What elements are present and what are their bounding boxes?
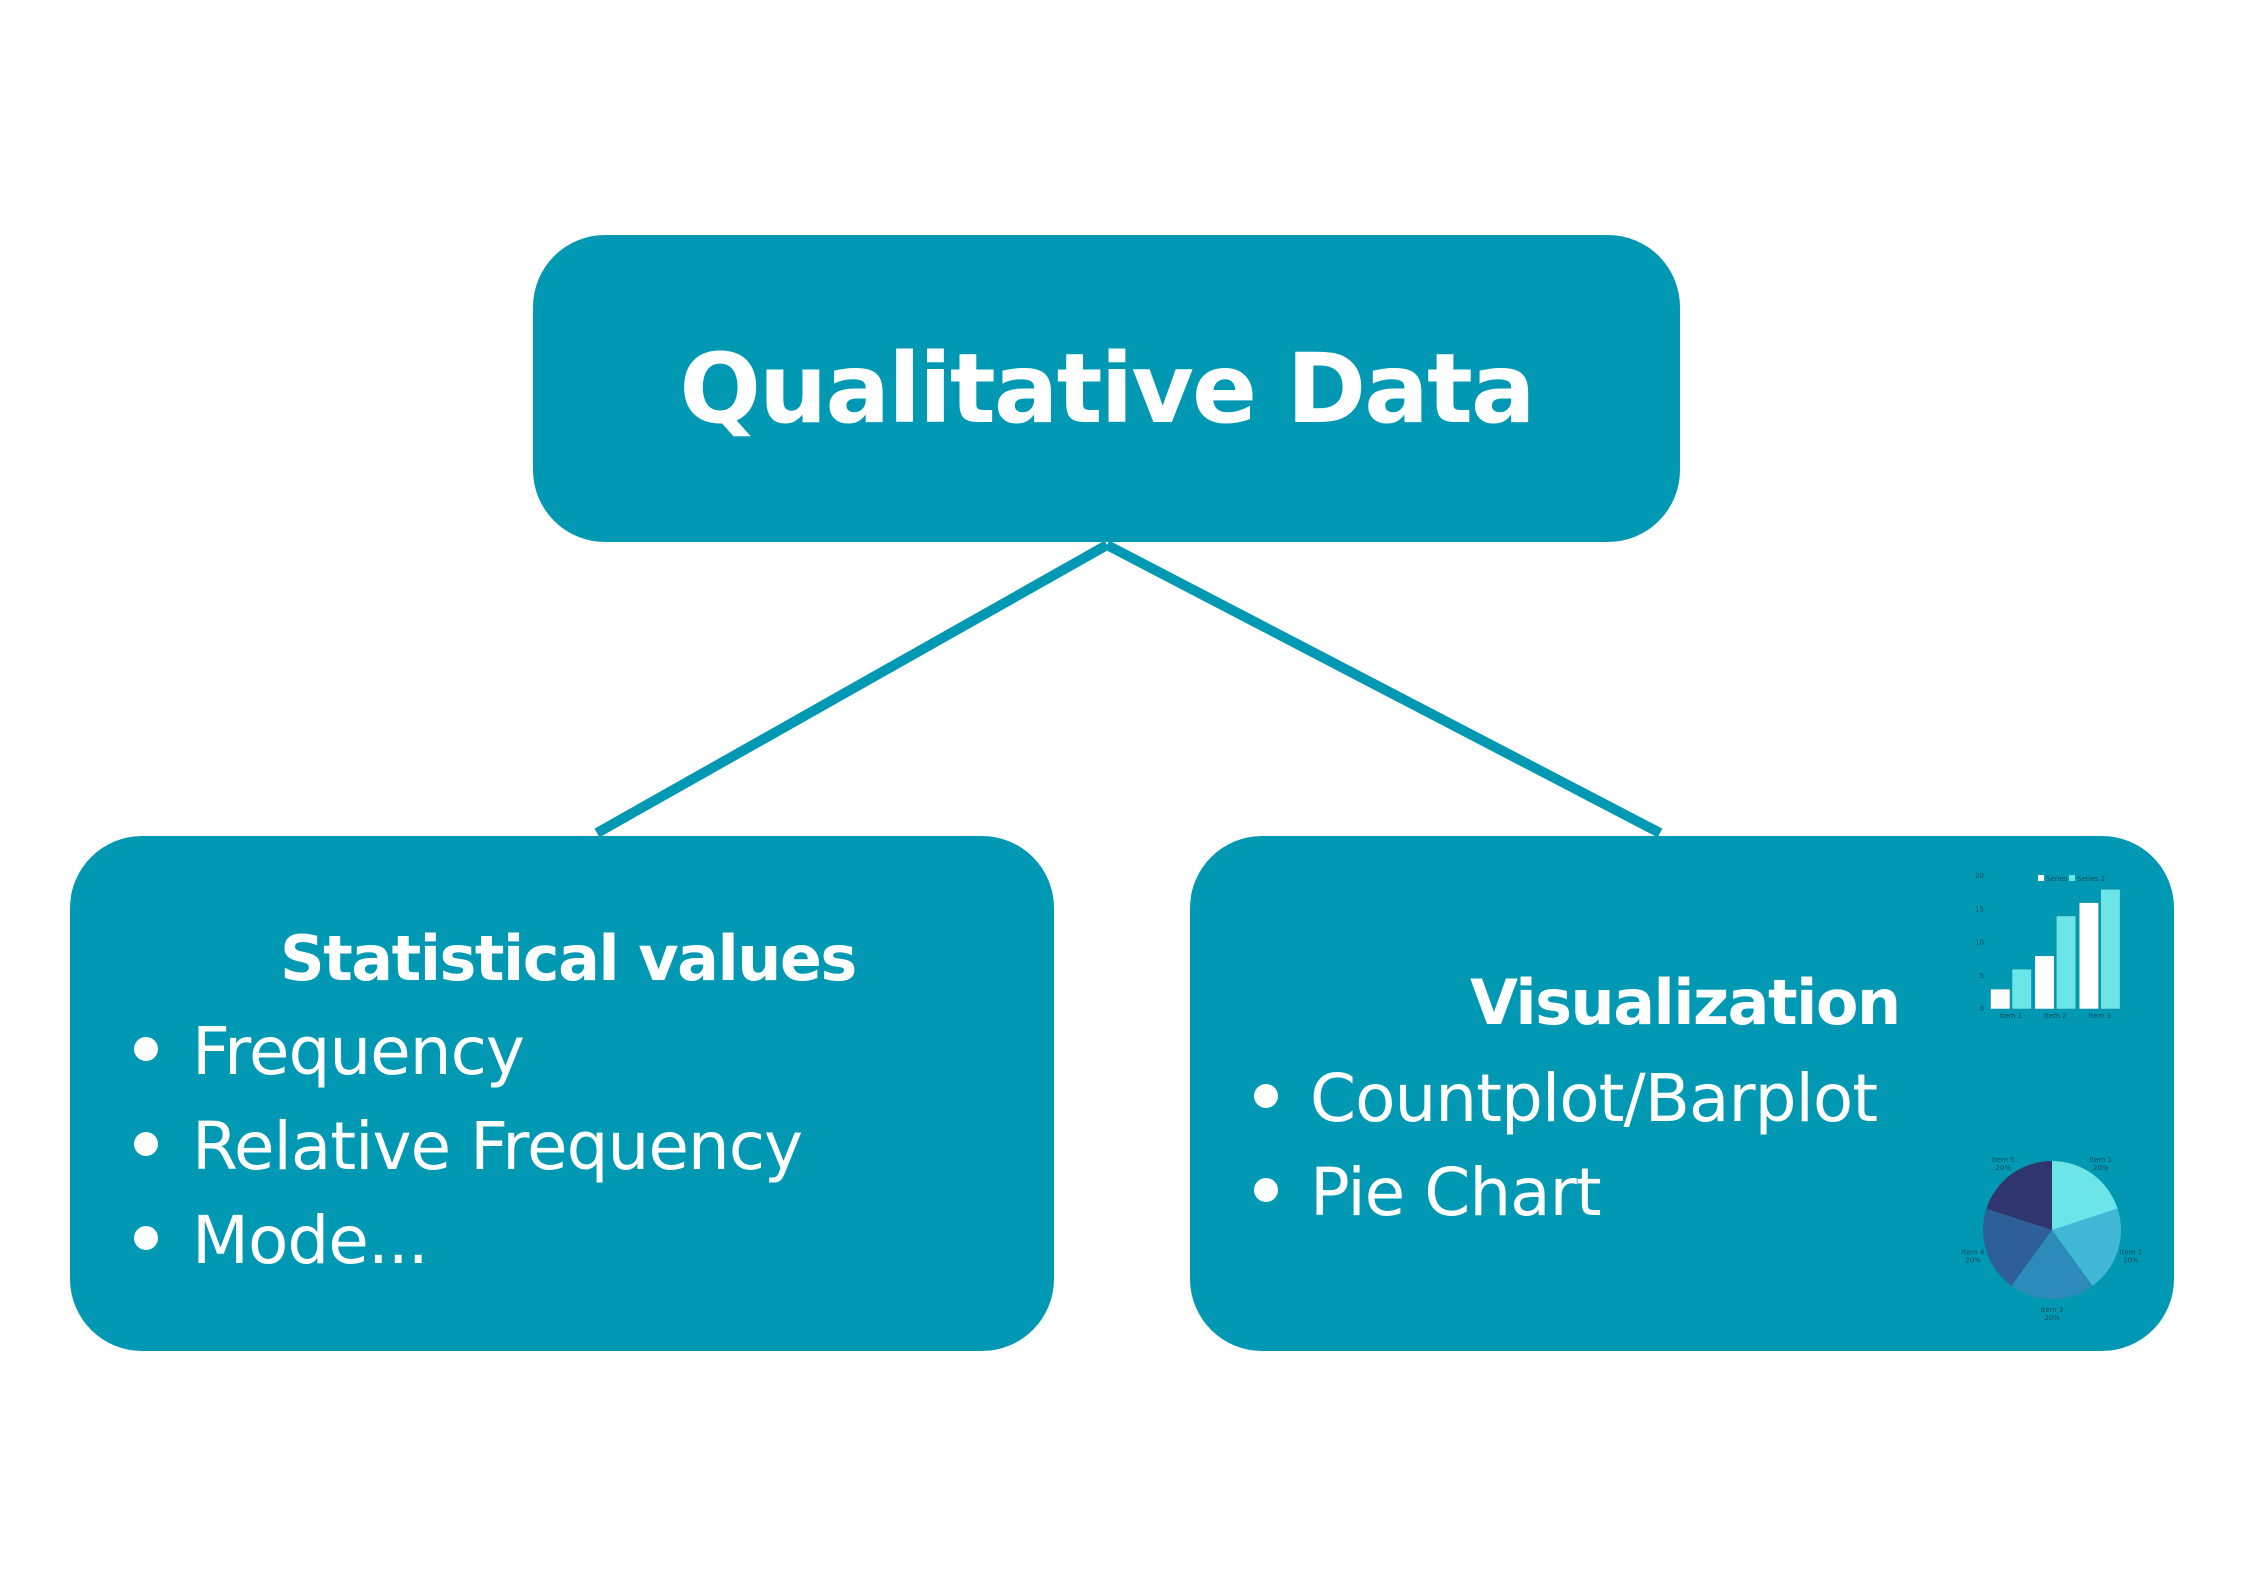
x-tick-label: Item 2 (2044, 1012, 2067, 1020)
pie-percent: 20% (2123, 1257, 2139, 1265)
y-tick-label: 15 (1975, 905, 1984, 913)
y-tick-label: 5 (1980, 972, 1984, 980)
y-tick-label: 0 (1980, 1005, 1984, 1013)
list-item: Frequency (192, 1013, 525, 1090)
pie-slice-item-4 (1983, 1208, 2052, 1286)
root-node-title: Qualitative Data (679, 333, 1535, 445)
bullet-icon (1254, 1178, 1278, 1202)
connector-right (1104, 540, 1663, 838)
pie-label: Item 5 (1992, 1156, 2015, 1164)
pie-chart-thumbnail: Item 120%Item 220%Item 320%Item 420%Item… (1962, 1156, 2143, 1322)
visualization-heading: Visualization (1470, 966, 1901, 1039)
legend-label: Series 2 (2077, 875, 2105, 883)
pie-label: Item 2 (2120, 1249, 2143, 1257)
bar-series-1-item-2 (2034, 955, 2055, 1010)
list-item: Relative Frequency (192, 1108, 803, 1185)
pie-percent: 20% (2044, 1314, 2060, 1322)
x-tick-label: Item 3 (2088, 1012, 2111, 1020)
legend-swatch (2069, 875, 2075, 881)
bullet-icon (134, 1226, 158, 1250)
pie-slice-item-2 (2052, 1208, 2121, 1286)
bar-series-2-item-3 (2100, 888, 2121, 1010)
pie-slice-item-1 (2052, 1161, 2118, 1230)
bar-series-1-item-1 (1990, 988, 2011, 1010)
pie-slice-item-5 (1986, 1161, 2052, 1230)
list-item: Mode... (192, 1202, 429, 1279)
pie-label: Item 3 (2041, 1306, 2064, 1314)
legend-swatch (2038, 875, 2044, 881)
bar-series-2-item-1 (2011, 968, 2032, 1010)
root-node-box: Qualitative Data (533, 235, 1680, 542)
pie-label: Item 4 (1962, 1249, 1985, 1257)
bar-chart-y-axis: 0 5 10 15 20 (1975, 872, 1984, 1013)
list-item: Pie Chart (1310, 1154, 1602, 1231)
pie-percent: 20% (1995, 1164, 2011, 1172)
bar-chart-bars (1990, 888, 2121, 1010)
y-tick-label: 10 (1975, 939, 1984, 947)
pie-chart-slices (1983, 1161, 2121, 1299)
pie-percent: 20% (1965, 1257, 1981, 1265)
statistical-values-box: Statistical values Frequency Relative Fr… (70, 836, 1054, 1351)
bar-series-2-item-2 (2056, 915, 2077, 1010)
bullet-icon (1254, 1084, 1278, 1108)
list-item: Countplot/Barplot (1310, 1060, 1878, 1137)
x-tick-label: Item 1 (2000, 1012, 2023, 1020)
connector-left (594, 540, 1110, 838)
pie-percent: 20% (2093, 1164, 2109, 1172)
bullet-icon (134, 1132, 158, 1156)
visualization-box: Visualization Countplot/Barplot Pie Char… (1190, 836, 2174, 1351)
pie-slice-item-3 (2011, 1230, 2093, 1299)
pie-label: Item 1 (2089, 1156, 2112, 1164)
y-tick-label: 20 (1975, 872, 1984, 880)
legend-label: Series 1 (2046, 875, 2074, 883)
bullet-icon (134, 1037, 158, 1061)
bar-chart-x-axis: Item 1 Item 2 Item 3 (2000, 1012, 2111, 1020)
statistical-values-heading: Statistical values (280, 922, 857, 995)
pie-chart-labels: Item 120%Item 220%Item 320%Item 420%Item… (1962, 1156, 2143, 1322)
bar-series-1-item-3 (2078, 902, 2099, 1010)
